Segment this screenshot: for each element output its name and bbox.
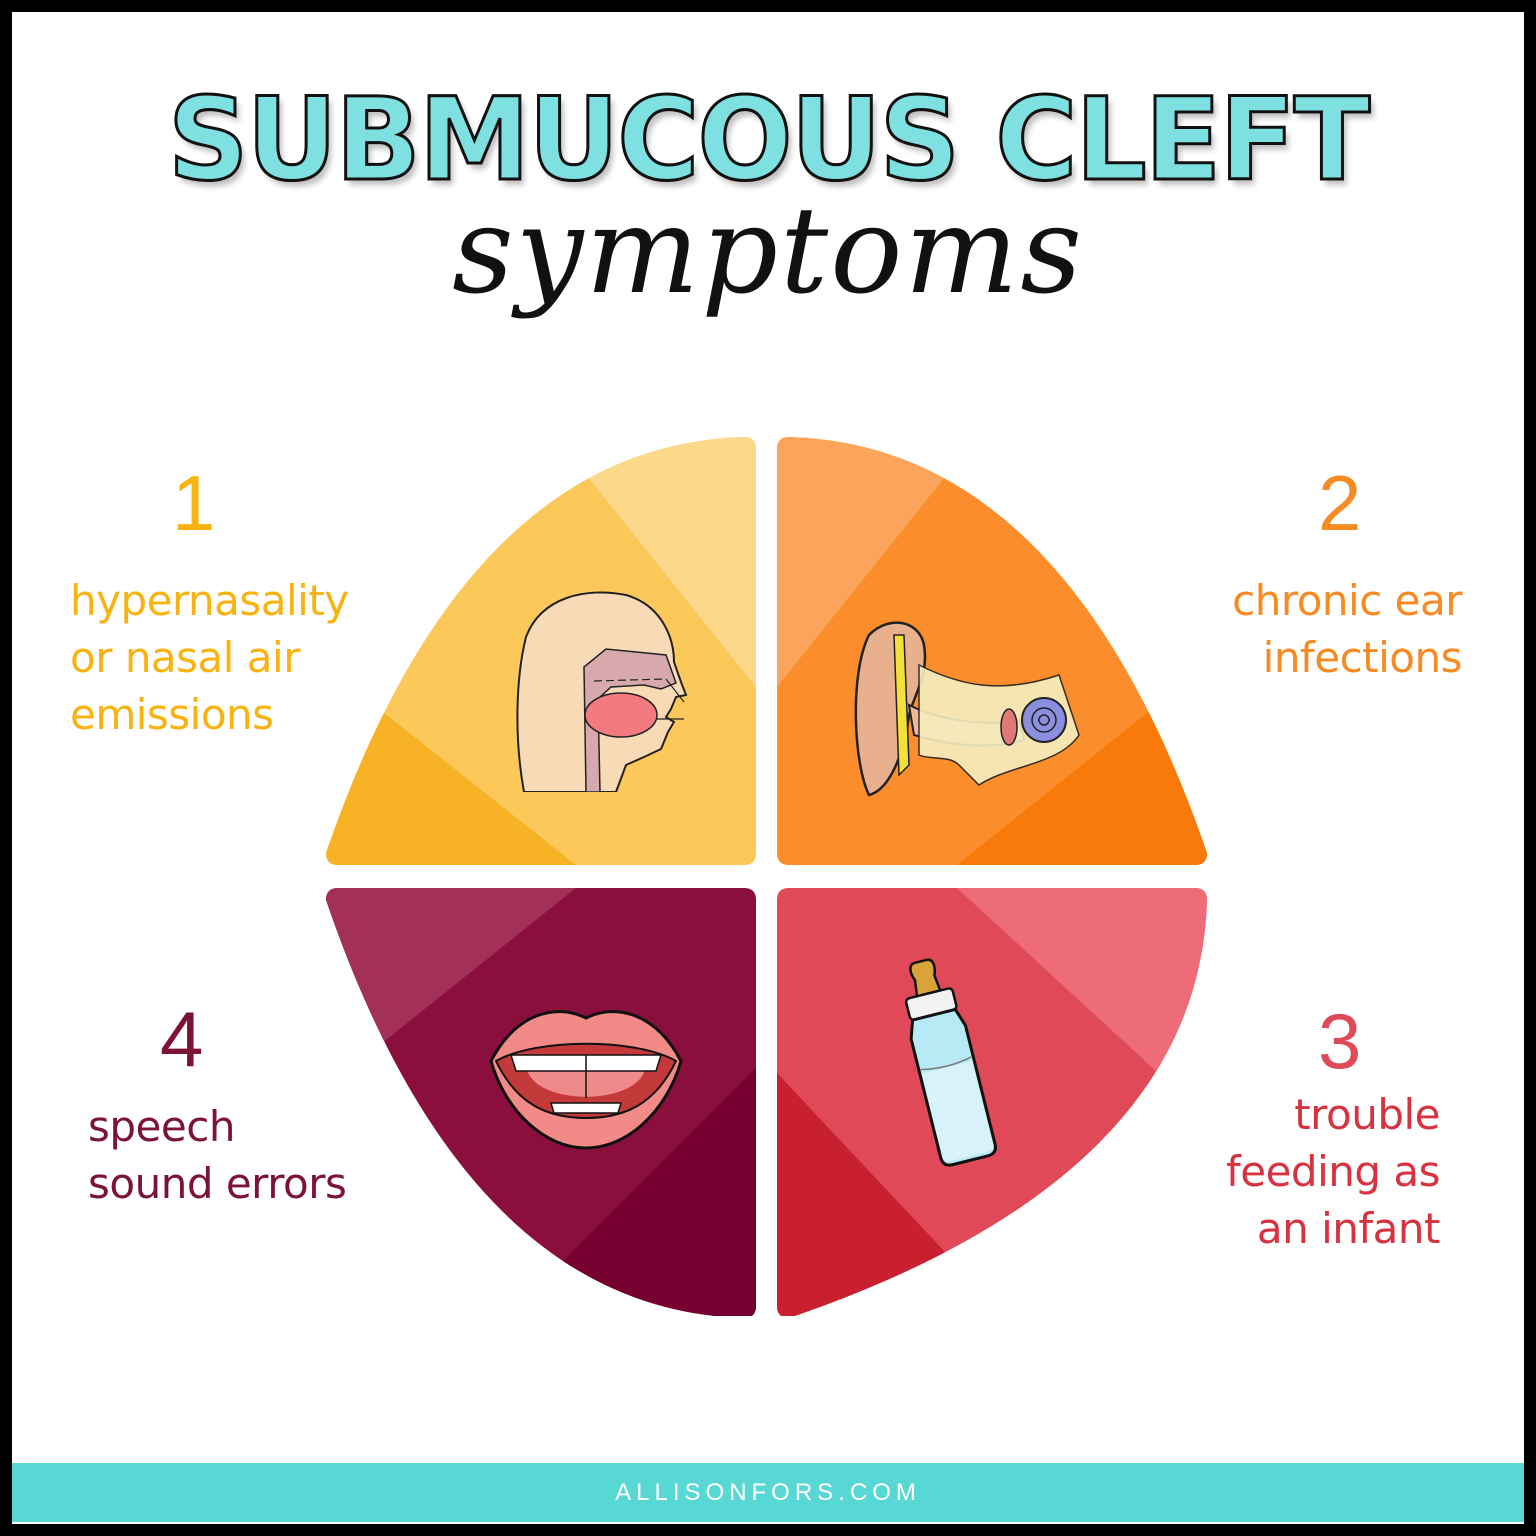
symptom-1-line-3: emissions <box>70 690 274 739</box>
page-subtitle: symptoms <box>452 182 1084 321</box>
open-mouth-icon <box>489 1010 683 1150</box>
symptom-3-line-1: trouble <box>1294 1090 1440 1139</box>
infographic: SUBMUCOUS CLEFT symptoms <box>12 12 1524 1524</box>
symptom-number-2: 2 <box>1318 459 1362 547</box>
symptom-number-3: 3 <box>1318 997 1362 1085</box>
symptom-label-3: trouble feeding as an infant <box>1225 1086 1441 1257</box>
symptom-4-line-2: sound errors <box>88 1159 347 1208</box>
symptom-label-1: hypernasality or nasal air emissions <box>70 572 349 743</box>
symptom-3-line-3: an infant <box>1256 1204 1441 1253</box>
page-title: SUBMUCOUS CLEFT <box>166 73 1371 207</box>
quadrant-feeding-trouble <box>777 888 1207 1316</box>
symptom-number-4: 4 <box>160 995 204 1083</box>
symptom-4-line-1: speech <box>88 1102 235 1151</box>
quadrant-speech-errors <box>326 888 756 1316</box>
symptom-label-4: speech sound errors <box>88 1098 347 1212</box>
symptom-2-line-2: infections <box>1262 633 1463 682</box>
symptom-1-line-2: or nasal air <box>70 633 300 682</box>
baby-bottle-icon <box>904 958 997 1167</box>
symptom-2-line-1: chronic ear <box>1232 576 1462 625</box>
footer-website-link[interactable]: ALLISONFORS.COM <box>12 1463 1524 1522</box>
symptom-3-line-2: feeding as <box>1225 1147 1441 1196</box>
symptom-1-line-1: hypernasality <box>70 576 349 625</box>
quadrant-hypernasality <box>326 437 756 865</box>
quadrant-ear-infections <box>777 437 1207 865</box>
ear-anatomy-icon <box>854 621 1080 797</box>
symptom-number-1: 1 <box>172 459 216 547</box>
symptom-label-2: chronic ear infections <box>1232 572 1462 686</box>
head-profile-nasal-airflow-icon <box>516 591 688 792</box>
